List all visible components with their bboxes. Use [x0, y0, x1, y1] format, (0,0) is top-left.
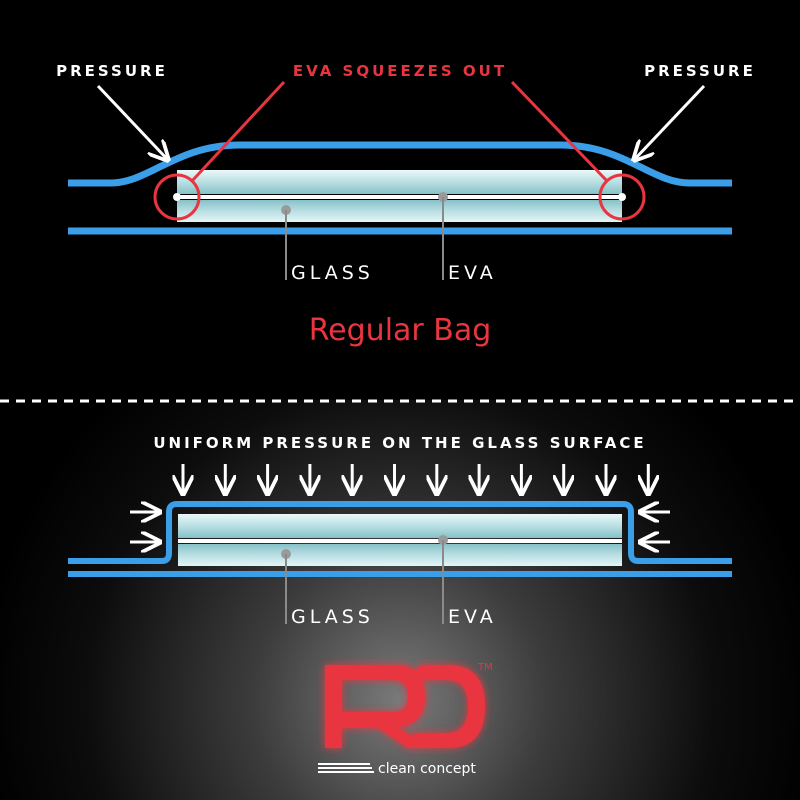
eva-squeezes-label: EVA SQUEEZES OUT — [293, 62, 507, 80]
glass-pane-upper — [177, 170, 622, 194]
logo-letter-r — [325, 665, 430, 748]
uniform-pressure-diagram: UNIFORM PRESSURE ON THE GLASS SURFACE GL… — [68, 434, 732, 628]
glass-label: GLASS — [291, 262, 374, 284]
eva-squeeze-point-left — [173, 193, 181, 201]
pressure-label-left: PRESSURE — [56, 62, 168, 80]
glass-pane-lower-2 — [178, 544, 622, 566]
glass-pane-upper-2 — [178, 514, 622, 538]
regular-bag-title: Regular Bag — [309, 313, 492, 348]
eva-label-2: EVA — [448, 606, 497, 628]
logo-letter-d — [405, 665, 485, 748]
squeeze-highlight-left — [153, 173, 201, 221]
eva-squeeze-point-right — [618, 193, 626, 201]
logo-trademark: TM — [477, 662, 493, 673]
uniform-pressure-label: UNIFORM PRESSURE ON THE GLASS SURFACE — [153, 434, 646, 452]
bag-top-film-2 — [68, 501, 732, 564]
logo-tagline: clean concept — [378, 761, 476, 777]
bag-top-film — [68, 141, 732, 187]
down-arrows — [183, 464, 648, 494]
squeeze-highlight-right — [598, 173, 646, 221]
glass-label-2: GLASS — [291, 606, 374, 628]
pressure-label-right: PRESSURE — [644, 62, 756, 80]
pressure-arrow-left — [96, 84, 168, 160]
pressure-arrow-right — [634, 84, 706, 160]
rd-logo — [325, 665, 485, 748]
eva-leader-right — [510, 80, 609, 183]
eva-label: EVA — [448, 262, 497, 284]
regular-bag-diagram: PRESSURE PRESSURE EVA SQUEEZES OUT GLASS… — [56, 62, 756, 348]
eva-leader-left — [190, 80, 286, 183]
glass-pane-lower — [177, 200, 622, 222]
